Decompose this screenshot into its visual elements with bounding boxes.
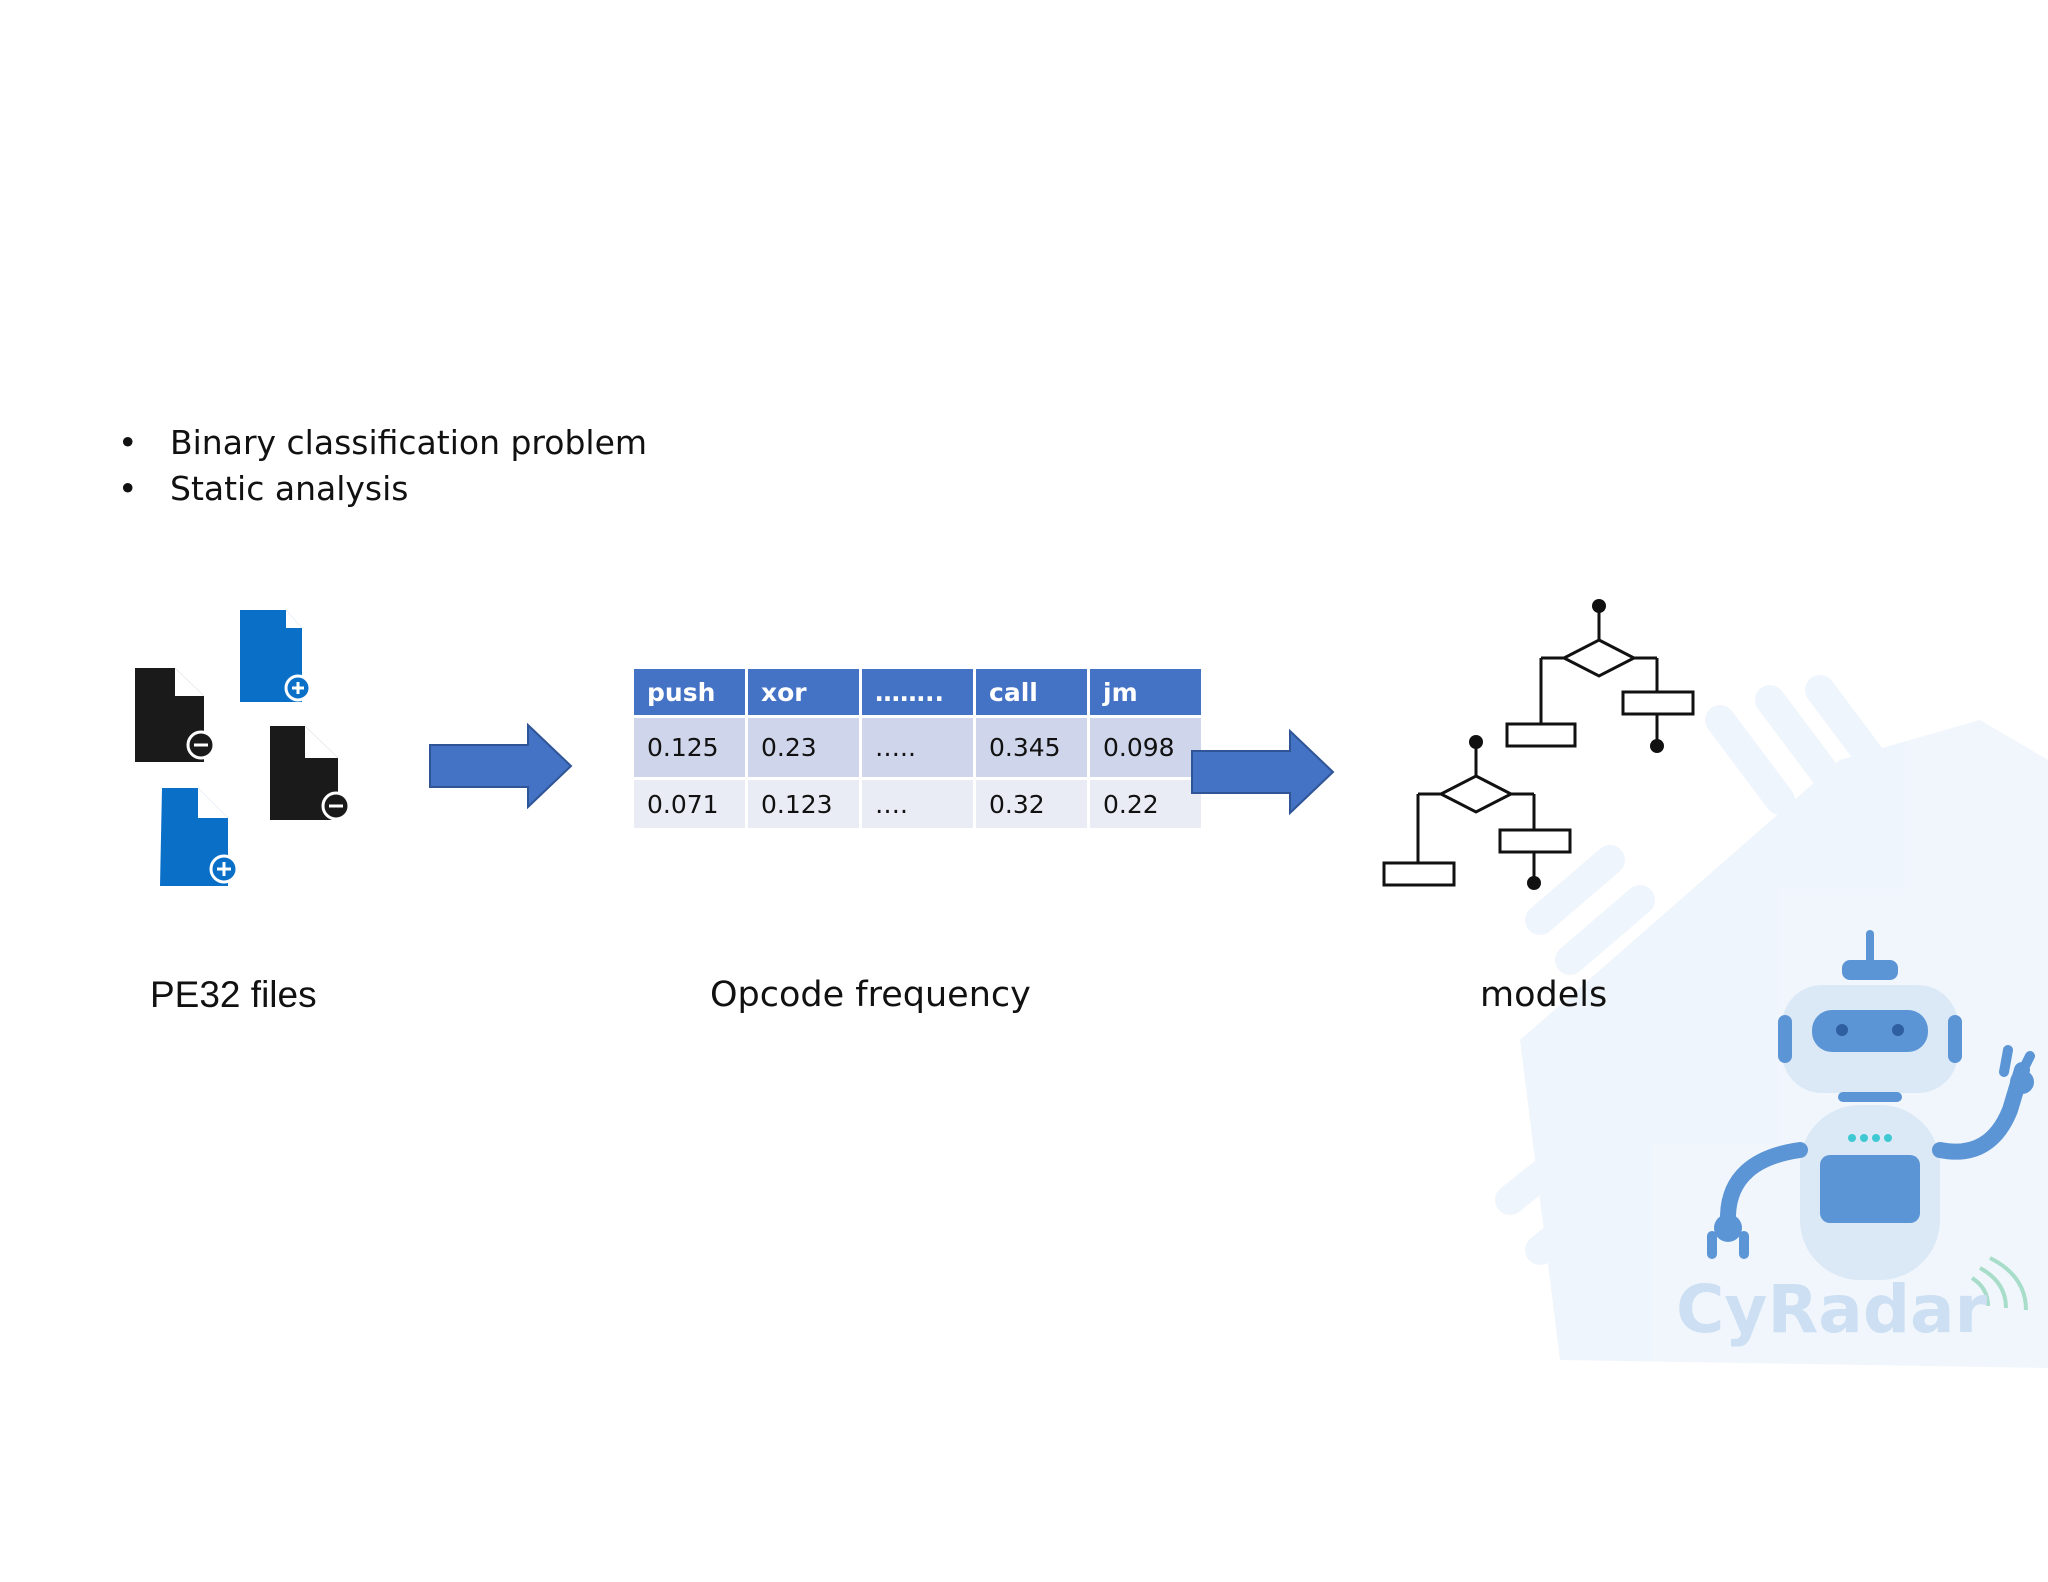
flowchart-icon [1382, 599, 1695, 890]
table-cell: ….. [862, 718, 973, 777]
table-cell: 0.125 [634, 718, 745, 777]
pe32-files-group [135, 610, 351, 886]
table-cell: …. [862, 780, 973, 828]
table-row: 0.125 0.23 ….. 0.345 0.098 [634, 718, 1201, 777]
table-cell: 0.071 [634, 780, 745, 828]
bullet-item: • Binary classification problem [118, 420, 647, 466]
bullet-dot-icon: • [118, 469, 138, 508]
right-arrow-icon [1191, 729, 1335, 815]
table-header-row: push xor …….. call jm [634, 669, 1201, 715]
caption-models: models [1480, 975, 1608, 1015]
bullet-text: Static analysis [170, 469, 409, 508]
file-icon [160, 788, 239, 886]
caption-opcode-frequency: Opcode frequency [710, 975, 1031, 1015]
table-cell: 0.22 [1090, 780, 1201, 828]
bullet-list: • Binary classification problem • Static a… [118, 420, 647, 512]
bullet-text: Binary classification problem [170, 423, 648, 462]
file-icon [240, 610, 312, 702]
column-header: xor [748, 669, 859, 715]
table-cell: 0.23 [748, 718, 859, 777]
caption-pe32-files: PE32 files [150, 974, 317, 1015]
table-cell: 0.123 [748, 780, 859, 828]
bullet-dot-icon: • [118, 423, 138, 462]
column-header: push [634, 669, 745, 715]
column-header: jm [1090, 669, 1201, 715]
table-cell: 0.098 [1090, 718, 1201, 777]
opcode-frequency-table: push xor …….. call jm 0.125 0.23 ….. 0.3… [631, 666, 1204, 831]
table-cell: 0.32 [976, 780, 1087, 828]
brand-logo: CyRadar [1676, 1271, 1988, 1348]
bullet-item: • Static analysis [118, 466, 647, 512]
robot-illustration [1707, 930, 2035, 1311]
column-header: call [976, 669, 1087, 715]
table-cell: 0.345 [976, 718, 1087, 777]
file-icon [135, 668, 216, 762]
file-icon [270, 726, 351, 821]
column-header: …….. [862, 669, 973, 715]
table-row: 0.071 0.123 …. 0.32 0.22 [634, 780, 1201, 828]
right-arrow-icon [429, 723, 573, 809]
